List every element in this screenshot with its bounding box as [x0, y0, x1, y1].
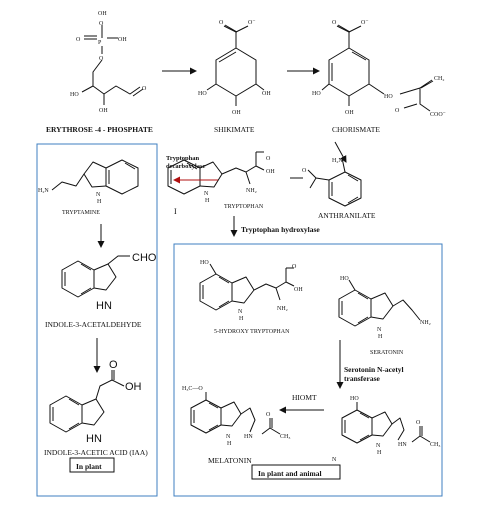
- svg-text:H: H: [205, 198, 210, 204]
- tryptophan-structure: O OH NH₂ N H: [167, 151, 275, 204]
- 5-hydroxy-tryptophan-label: 5-HYDROXY TRYPTOPHAN: [214, 329, 290, 335]
- svg-text:H: H: [97, 199, 102, 205]
- svg-text:H: H: [378, 334, 383, 340]
- svg-text:OH: OH: [262, 91, 271, 97]
- serotonin-structure: HO NH₂ N H: [338, 276, 431, 340]
- iaa-label: INDOLE-3-ACETIC ACID (IAA): [44, 448, 148, 457]
- enzyme-acetyltransferase-line1: Serotonin N-acetyl: [344, 365, 404, 374]
- svg-text:CHO: CHO: [132, 252, 157, 264]
- shikimate-label: SHIKIMATE: [214, 125, 255, 134]
- in-plant-tag: In plant: [76, 462, 102, 471]
- svg-text:OH: OH: [232, 110, 241, 116]
- svg-text:CH₃: CH₃: [430, 442, 440, 448]
- svg-text:OH: OH: [99, 108, 108, 114]
- enzyme-decarboxylase-line2: decarboxylase: [166, 163, 205, 170]
- melatonin-label: MELATONIN: [208, 456, 252, 465]
- svg-text:COO⁻: COO⁻: [430, 112, 446, 118]
- svg-text:O: O: [99, 21, 104, 27]
- svg-text:HN: HN: [244, 434, 253, 440]
- indole-acetaldehyde-structure: CHO HN: [61, 252, 157, 312]
- serotonin-label: SERATONIN: [370, 350, 404, 356]
- svg-text:O⁻: O⁻: [248, 20, 256, 26]
- svg-text:O: O: [395, 108, 400, 114]
- svg-text:OH: OH: [345, 110, 354, 116]
- anthranilate-structure: H₂N O: [290, 157, 362, 207]
- svg-text:P: P: [98, 40, 102, 46]
- svg-text:N: N: [376, 443, 381, 449]
- svg-text:OH: OH: [118, 37, 127, 43]
- stray-bar-mark: I: [174, 207, 177, 216]
- in-plant-and-animal-tag: In plant and animal: [258, 469, 322, 478]
- svg-text:N: N: [96, 192, 101, 198]
- svg-text:O: O: [266, 156, 271, 162]
- svg-text:O⁻: O⁻: [361, 20, 369, 26]
- svg-text:N: N: [238, 309, 243, 315]
- svg-text:O: O: [416, 420, 421, 426]
- svg-text:OH: OH: [98, 11, 107, 17]
- svg-text:OH: OH: [125, 381, 142, 393]
- svg-text:N: N: [204, 191, 209, 197]
- svg-text:NH₂: NH₂: [246, 188, 257, 194]
- svg-text:HO: HO: [70, 92, 79, 98]
- tryptamine-structure: H₂N N H: [38, 159, 139, 205]
- erythrose-4-phosphate-structure: OH O O P OH O HO OH O: [70, 11, 147, 114]
- svg-text:HN: HN: [398, 442, 407, 448]
- erythrose-4-phosphate-label: ERYTHROSE -4 - PHOSPHATE: [46, 125, 153, 134]
- svg-text:H: H: [377, 450, 382, 456]
- svg-text:O: O: [219, 20, 224, 26]
- svg-text:OH: OH: [266, 169, 275, 175]
- svg-text:NH₂: NH₂: [420, 320, 431, 326]
- enzyme-decarboxylase-line1: Tryptophan: [166, 155, 199, 162]
- svg-text:OH: OH: [294, 287, 303, 293]
- in-plant-box: [36, 143, 158, 497]
- in-plant-tag-box: [69, 457, 115, 473]
- enzyme-hydroxylase: Tryptophan hydroxylase: [241, 225, 320, 234]
- svg-text:N: N: [377, 327, 382, 333]
- svg-text:O: O: [76, 37, 81, 43]
- svg-text:HO: HO: [384, 94, 393, 100]
- enzyme-hiomt: HIOMT: [292, 393, 317, 402]
- svg-text:O: O: [332, 20, 337, 26]
- svg-text:HO: HO: [198, 91, 207, 97]
- chorismate-structure: O O⁻ HO OH HO CH₂ O COO⁻: [312, 20, 446, 118]
- svg-text:N: N: [226, 434, 231, 440]
- svg-text:O: O: [99, 56, 104, 62]
- 5-hydroxy-tryptophan-structure: HO O OH NH₂ N H: [199, 260, 303, 322]
- shikimate-structure: O O⁻ HO OH OH: [198, 20, 271, 116]
- n-acetylserotonin-structure: HO HN O CH₃ N H: [341, 396, 440, 456]
- tryptophan-label: TRYPTOPHAN: [224, 204, 264, 210]
- svg-text:CH₃: CH₃: [280, 434, 290, 440]
- svg-text:O: O: [266, 412, 271, 418]
- stray-n-mark: N: [332, 457, 337, 463]
- svg-text:H: H: [239, 316, 244, 322]
- svg-text:HN: HN: [86, 433, 102, 445]
- svg-text:HO: HO: [350, 396, 359, 402]
- svg-text:HN: HN: [96, 300, 112, 312]
- svg-text:NH₂: NH₂: [277, 306, 288, 312]
- svg-text:O: O: [109, 359, 118, 371]
- in-plant-and-animal-tag-box: [251, 464, 341, 480]
- indole-acetaldehyde-label: INDOLE-3-ACETALDEHYDE: [45, 320, 142, 329]
- svg-text:H₂N: H₂N: [332, 158, 343, 164]
- anthranilate-label: ANTHRANILATE: [318, 211, 376, 220]
- iaa-structure: O OH HN: [49, 359, 142, 445]
- svg-text:O: O: [302, 168, 307, 174]
- tryptamine-label: TRYPTAMINE: [62, 210, 100, 216]
- svg-text:HO: HO: [200, 260, 209, 266]
- svg-text:CH₂: CH₂: [434, 76, 444, 82]
- svg-text:O: O: [142, 86, 147, 92]
- svg-text:H₃C—O: H₃C—O: [182, 386, 203, 392]
- svg-text:H: H: [227, 441, 232, 447]
- enzyme-acetyltransferase-line2: transferase: [344, 374, 380, 383]
- svg-text:HO: HO: [312, 91, 321, 97]
- svg-text:H₂N: H₂N: [38, 188, 49, 194]
- svg-text:HO: HO: [340, 276, 349, 282]
- chorismate-label: CHORISMATE: [332, 125, 380, 134]
- arrow-chorismate-to-anthranilate: [334, 141, 347, 163]
- melatonin-structure: H₃C—O HN O CH₃ N H: [182, 386, 290, 447]
- svg-text:O: O: [292, 264, 297, 270]
- in-plant-and-animal-box: [173, 243, 443, 497]
